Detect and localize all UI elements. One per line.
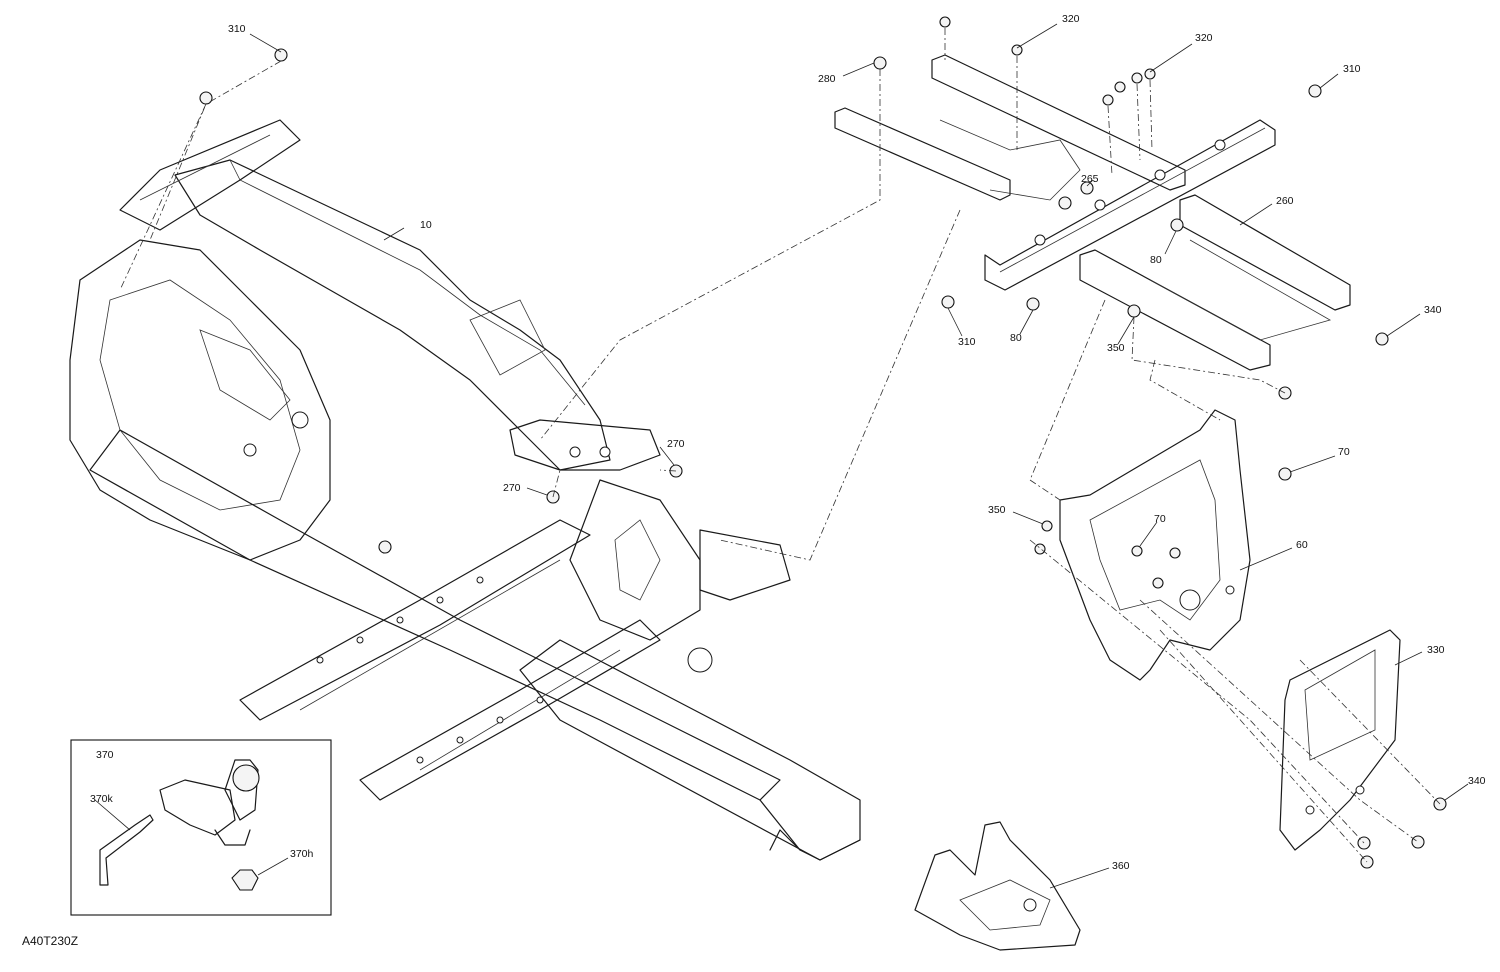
figure-reference: A40T230Z — [22, 934, 78, 948]
callout-340: 340 — [1424, 304, 1442, 316]
callout-340: 340 — [1468, 775, 1486, 787]
callout-350: 350 — [1107, 342, 1125, 354]
fastener-icons — [199, 16, 1447, 869]
callout-270: 270 — [667, 438, 685, 450]
callout-370h: 370h — [290, 848, 314, 860]
callout-310: 310 — [228, 23, 246, 35]
callout-330: 330 — [1427, 644, 1445, 656]
main-frame — [69, 119, 861, 861]
callout-70: 70 — [1338, 446, 1350, 458]
assembly-lines — [119, 28, 1441, 863]
callout-310: 310 — [958, 336, 976, 348]
callout-280: 280 — [818, 73, 836, 85]
callout-320: 320 — [1195, 32, 1213, 44]
rear-subframe — [834, 54, 1351, 371]
skid-plate — [1279, 629, 1401, 851]
callout-320: 320 — [1062, 13, 1080, 25]
callout-80: 80 — [1150, 254, 1162, 266]
callout-370k: 370k — [90, 793, 114, 805]
callout-370: 370 — [96, 749, 114, 761]
callout-70: 70 — [1154, 513, 1166, 525]
hitch-bracket — [1059, 409, 1251, 681]
callout-310: 310 — [1343, 63, 1361, 75]
callout-60: 60 — [1296, 539, 1308, 551]
callout-350: 350 — [988, 504, 1006, 516]
callout-265: 265 — [1081, 173, 1099, 185]
callout-360: 360 — [1112, 860, 1130, 872]
leader-lines — [249, 23, 1469, 889]
bracket-360 — [914, 821, 1081, 951]
inset-370 — [70, 739, 332, 916]
callout-labels: 310 10 280 320 320 310 265 260 80 310 80… — [90, 13, 1486, 872]
callout-260: 260 — [1276, 195, 1294, 207]
callout-80: 80 — [1010, 332, 1022, 344]
callout-10: 10 — [420, 219, 432, 231]
callout-270: 270 — [503, 482, 521, 494]
